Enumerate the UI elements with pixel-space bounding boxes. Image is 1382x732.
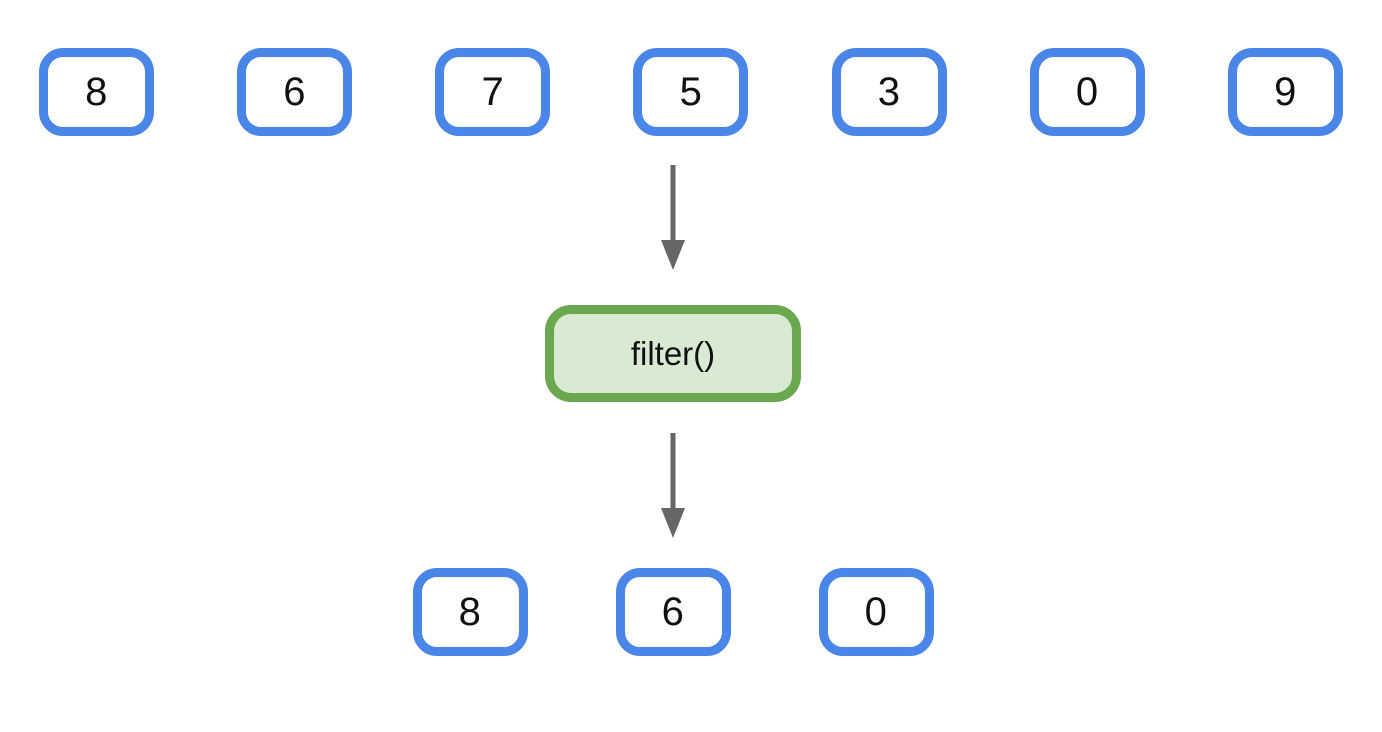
filter-pipeline: filter() 8 6 0 xyxy=(0,136,1364,656)
filter-operation-box: filter() xyxy=(545,305,801,402)
output-value-box: 6 xyxy=(615,568,731,656)
input-value-box: 8 xyxy=(39,48,154,136)
input-list-row: 8 6 7 5 3 0 9 xyxy=(0,48,1382,136)
input-value-box: 3 xyxy=(831,48,947,136)
down-arrow-icon xyxy=(661,165,685,270)
input-value-box: 6 xyxy=(237,48,353,136)
output-value-box: 0 xyxy=(818,568,934,656)
output-list-row: 8 6 0 xyxy=(412,568,934,656)
down-arrow-icon xyxy=(661,433,685,538)
input-value-box: 7 xyxy=(435,48,551,136)
output-value-box: 8 xyxy=(412,568,528,656)
input-value-box: 0 xyxy=(1029,48,1145,136)
input-value-box: 9 xyxy=(1227,48,1343,136)
input-value-box: 5 xyxy=(633,48,749,136)
